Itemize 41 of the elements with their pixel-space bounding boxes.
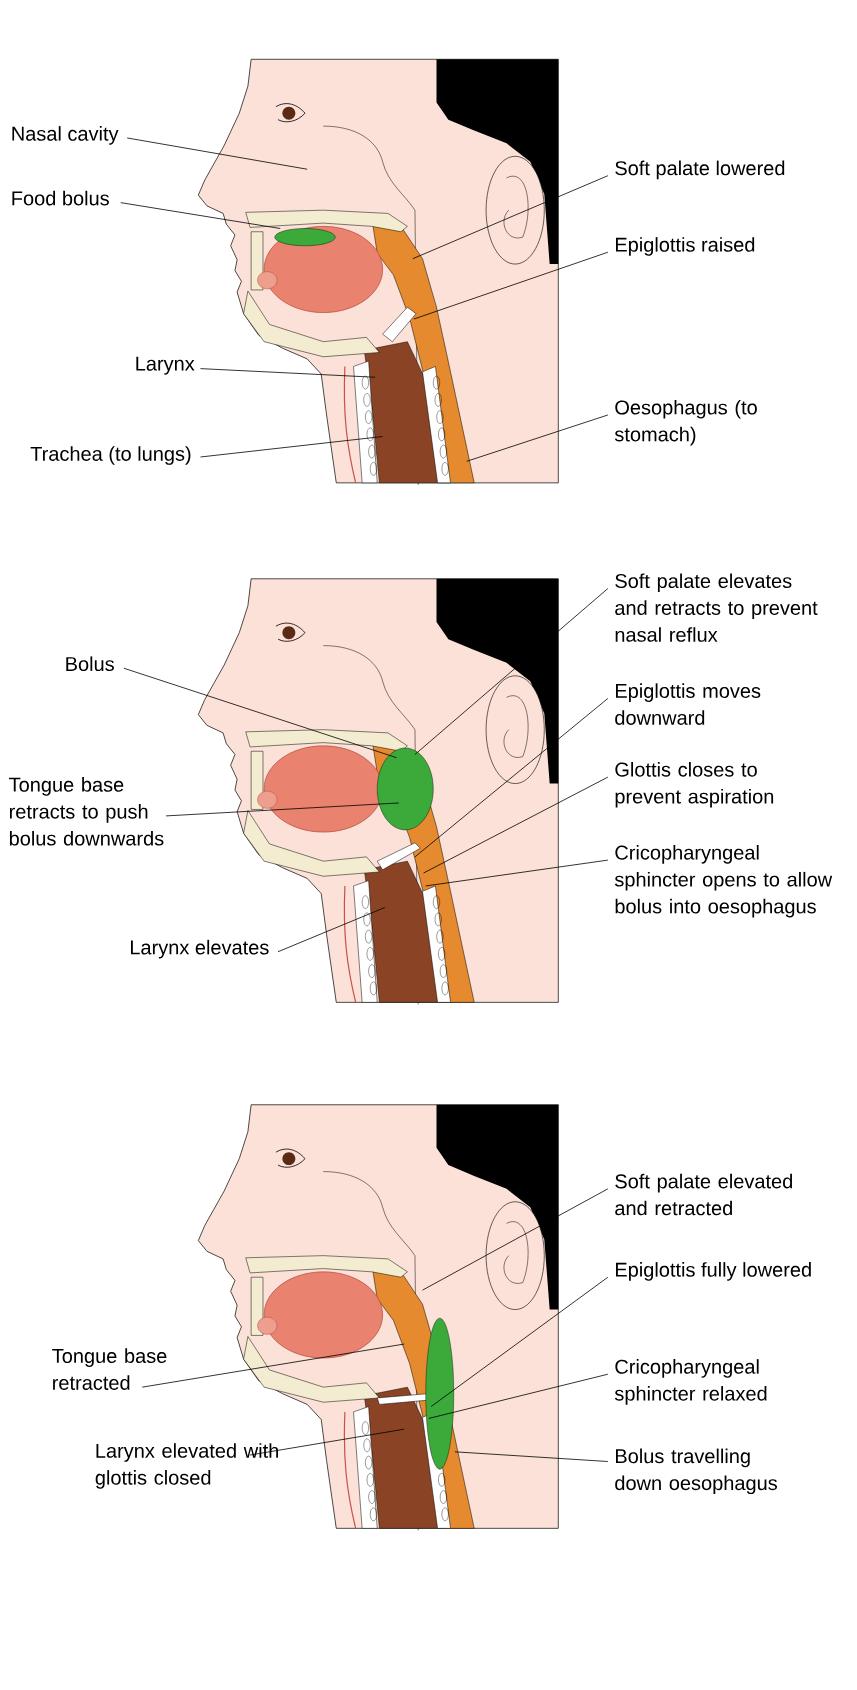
label-text: Cricopharyngeal sphincter opens to allow bolus into oesophagus	[615, 845, 833, 918]
leader-line	[414, 698, 609, 858]
label-text: Soft palate lowered	[615, 160, 785, 180]
leader-line	[430, 1276, 609, 1407]
leader-line	[412, 175, 609, 260]
label-text: Tongue base retracts to push bolus downwards	[9, 777, 164, 846]
label-text: Oesophagus (to stomach)	[615, 399, 757, 446]
label-text: Food bolus	[12, 190, 110, 206]
label-text: Epiglottis moves downward	[615, 683, 761, 725]
leader-line	[422, 1188, 609, 1291]
label-text: Cricopharyngeal sphincter relaxed	[615, 1359, 767, 1405]
leader-line	[123, 667, 398, 759]
leader-line	[120, 202, 281, 229]
head-anatomy-drawing	[198, 58, 559, 486]
leader-line	[454, 1451, 609, 1462]
leader-line	[249, 1428, 405, 1456]
label-text: Glottis closes to prevent aspiration	[615, 762, 774, 808]
leader-line	[277, 907, 386, 953]
leader-line	[425, 859, 609, 887]
label-text: Larynx elevates	[131, 939, 269, 959]
leader-line	[413, 251, 609, 320]
leader-line	[466, 414, 609, 462]
label-text: Nasal cavity	[12, 126, 119, 145]
label-text: Larynx	[136, 356, 195, 375]
label-text: Soft palate elevates and retracts to prevent nasal reflux	[615, 573, 818, 642]
leader-line	[423, 776, 609, 874]
label-text: Larynx elevated with glottis closed	[95, 1443, 279, 1489]
leader-line	[414, 588, 609, 755]
label-text: Epiglottis fully lowered	[616, 1262, 811, 1281]
leader-line	[126, 137, 308, 170]
label-text: Trachea (to lungs)	[30, 446, 191, 465]
label-text: Tongue base retracted	[52, 1348, 167, 1390]
leader-line	[200, 436, 384, 458]
label-text: Bolus travelling down oesophagus	[615, 1448, 778, 1495]
leader-line	[141, 1343, 405, 1388]
leader-line	[165, 802, 400, 817]
leader-line	[428, 1373, 609, 1419]
label-text: Bolus	[66, 656, 115, 672]
label-text: Epiglottis raised	[616, 237, 755, 256]
leader-line	[200, 368, 376, 378]
label-text: Soft palate elevated and retracted	[615, 1173, 793, 1216]
